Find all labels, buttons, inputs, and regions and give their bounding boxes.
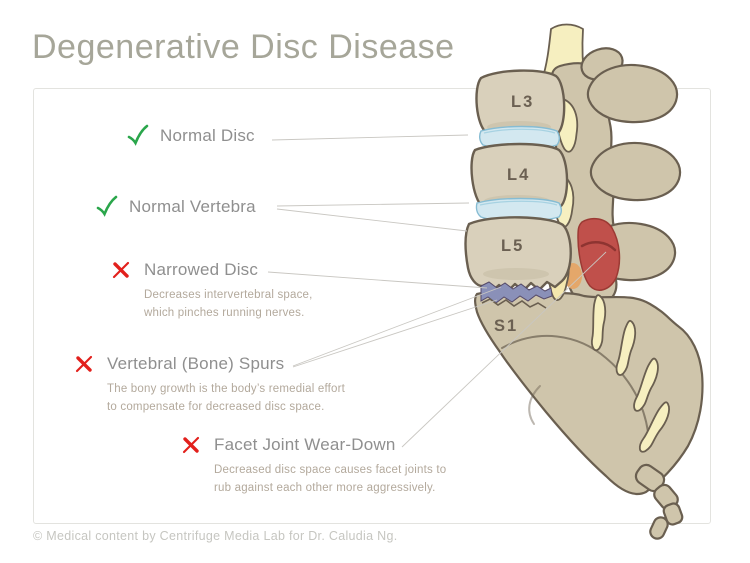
legend-item-label: Narrowed Disc [144,260,259,279]
vertebra-label-l5: L5 [501,237,524,255]
cross-icon [182,436,200,454]
check-icon [96,195,118,217]
connector-lines [267,134,607,448]
vertebra-label-l3: L3 [511,93,534,111]
legend-item-label: Facet Joint Wear-Down [214,435,396,454]
connector-facet-joint [401,251,607,448]
legend-item-description: Decreased disc space causes facet joints… [214,464,447,495]
content-frame [33,88,711,524]
disc-l4-l5 [475,197,562,223]
page-title: Degenerative Disc Disease [32,28,455,66]
coccyx-tail [634,463,684,540]
vertebra-label-s1: S1 [494,317,518,335]
connector-narrowed-disc [267,271,488,289]
check-icon [127,124,149,146]
cross-icon [112,261,130,279]
cross-icon [75,355,93,373]
legend-item-label: Normal Disc [160,126,255,145]
connector-bone-spurs-2 [292,299,498,368]
legend-item-normal-disc: Normal Disc [126,124,255,148]
legend-item-label: Normal Vertebra [129,197,256,216]
sacrum [474,288,704,540]
legend-item-label: Vertebral (Bone) Spurs [107,354,285,373]
vertebra-labels: L3 L4 L5 S1 [494,93,534,335]
connector-normal-vertebra-1 [276,202,470,207]
legend-item-normal-vertebra: Normal Vertebra [95,195,256,219]
copyright-footer: © Medical content by Centrifuge Media La… [33,529,398,543]
legend-item-description: The bony growth is the body’s remedial e… [107,383,346,414]
vertebra-label-l4: L4 [507,166,530,184]
legend-item-vertebral-spurs: Vertebral (Bone) Spurs The bony growth i… [73,354,345,417]
legend-item-facet-joint: Facet Joint Wear-Down Decreased disc spa… [180,435,446,498]
legend-item-narrowed-disc: Narrowed Disc Decreases intervertebral s… [110,260,313,323]
connector-normal-disc [271,134,469,141]
connector-normal-vertebra-2 [276,208,468,232]
legend-item-description: Decreases intervertebral space, which pi… [144,289,313,320]
connector-bone-spurs-1 [292,286,502,367]
